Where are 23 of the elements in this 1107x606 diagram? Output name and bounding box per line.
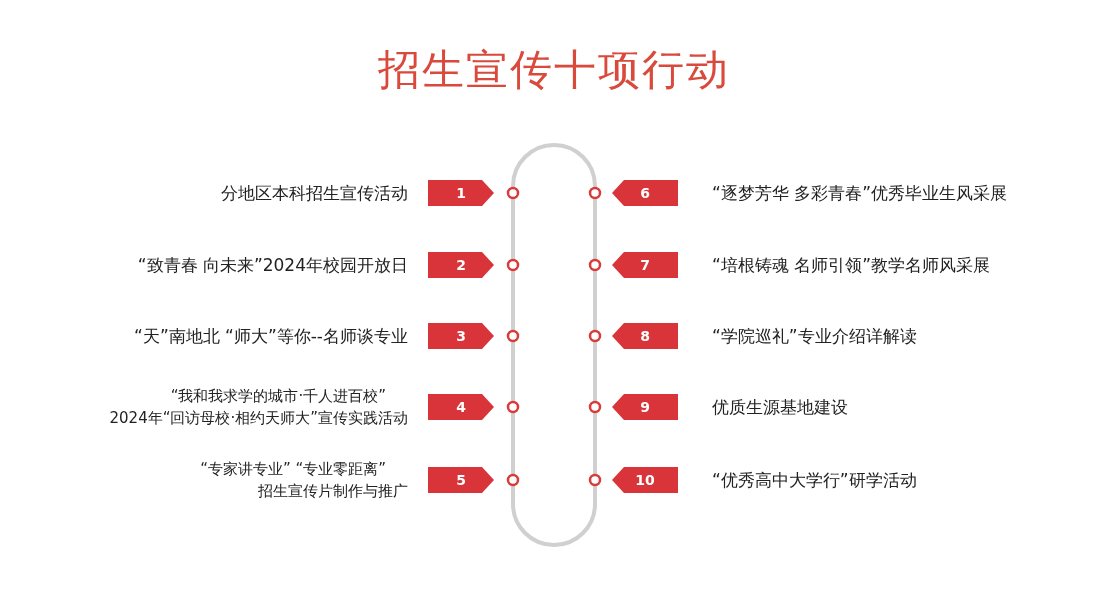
number-tag: 6 — [612, 180, 678, 206]
activity-text: 分地区本科招生宣传活动 — [221, 182, 408, 205]
activity-text: “致青春 向未来”2024年校园开放日 — [137, 254, 408, 277]
number-tag: 8 — [612, 323, 678, 349]
activity-text: “逐梦芳华 多彩青春”优秀毕业生风采展 — [712, 182, 1008, 205]
number-tag: 10 — [612, 467, 678, 493]
number-tag: 9 — [612, 394, 678, 420]
activity-text: “优秀高中大学行”研学活动 — [712, 469, 917, 492]
activity-text: 优质生源基地建设 — [712, 396, 848, 419]
activity-text: “天”南地北 “师大”等你--名师谈专业 — [134, 325, 408, 348]
number-tag: 7 — [612, 252, 678, 278]
number-tag: 2 — [428, 252, 494, 278]
activity-text: “专家讲专业” “专业零距离” — [200, 459, 386, 480]
title: 招生宣传十项行动 — [377, 44, 730, 96]
activity-text: “培根铸魂 名师引领”教学名师风采展 — [712, 254, 991, 277]
activity-text: “学院巡礼”专业介绍详解读 — [712, 325, 917, 348]
number-tag: 3 — [428, 323, 494, 349]
number-tag: 5 — [428, 467, 494, 493]
number-tag: 1 — [428, 180, 494, 206]
activity-text: 2024年“回访母校·相约天师大”宣传实践活动 — [109, 408, 408, 429]
activity-text: “我和我求学的城市·千人进百校” — [170, 386, 386, 407]
activity-text: 招生宣传片制作与推广 — [258, 481, 408, 502]
number-tag: 4 — [428, 394, 494, 420]
